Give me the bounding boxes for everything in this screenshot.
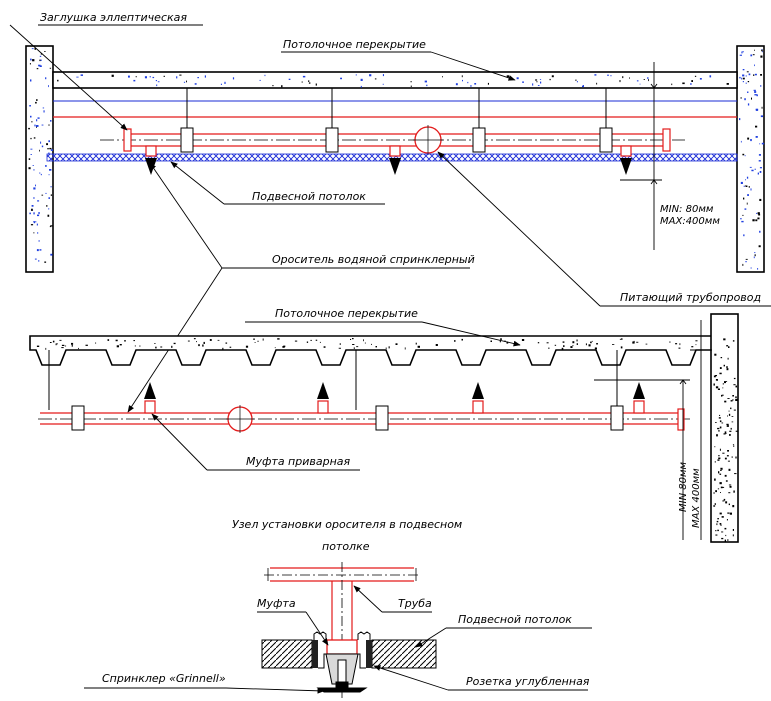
sprinkler-heads [145,145,632,175]
dim-mid-min: MIN 80мм [678,461,689,512]
branch-pipe-mid [38,412,692,425]
right-wall-mid [710,313,739,543]
sprinkler-grinnell-label: Спринклер «Grinnell» [102,672,226,685]
detail-title-line1: Узел установки оросителя в подвесном [232,518,462,531]
suspended-ceiling-label-detail: Подвесной потолок [458,613,572,626]
dim-top-max: MAX:400мм [660,216,720,227]
detail-coupling [326,639,358,655]
top-labels: Заглушка эллептическая Потолочное перекр… [9,11,771,413]
end-cap-right [662,128,671,152]
pipe-clamps [180,127,613,153]
concrete-speckles-mid [36,338,738,542]
ribbed-slab [29,335,738,366]
ceiling-slab [52,71,738,89]
end-cap-left [123,128,132,152]
pipe-clamps-mid [71,405,624,431]
dim-top-min: MIN: 80мм [660,204,714,215]
detail-section: Узел установки оросителя в подвесном пот… [84,518,592,700]
welded-coupling-label: Муфта приварная [246,455,351,468]
pipe-hangers [186,88,607,130]
sprinkler-label: Ороситель водяной спринклерный [272,253,475,266]
supply-pipe-label: Питающий трубопровод [620,291,761,304]
detail-title-line2: потолке [322,540,370,553]
dimension-mid [594,320,712,540]
ceiling-slab-label-top: Потолочное перекрытие [283,38,426,51]
pipe-label: Труба [398,597,432,610]
top-section: MIN: 80мм MAX:400мм [25,45,765,273]
end-cap-label: Заглушка эллептическая [40,11,187,24]
upright-sprinklers [144,382,645,414]
right-wall [736,45,765,273]
dim-mid-max: MAX 400мм [691,468,702,528]
suspended-ceiling-label-top: Подвесной потолок [252,190,366,203]
coupling-label: Муфта [257,597,296,610]
concrete-speckles [28,48,765,270]
ceiling-slab-label-mid: Потолочное перекрытие [275,307,418,320]
middle-section: MIN 80мм MAX 400мм Потолочное перекрытие… [29,307,739,543]
recessed-escutcheon-label: Розетка углубленная [466,675,590,688]
end-cap-mid [677,408,685,431]
dimension-top [620,62,662,250]
detail-ceiling [261,639,437,669]
detail-sprinkler [316,653,368,693]
